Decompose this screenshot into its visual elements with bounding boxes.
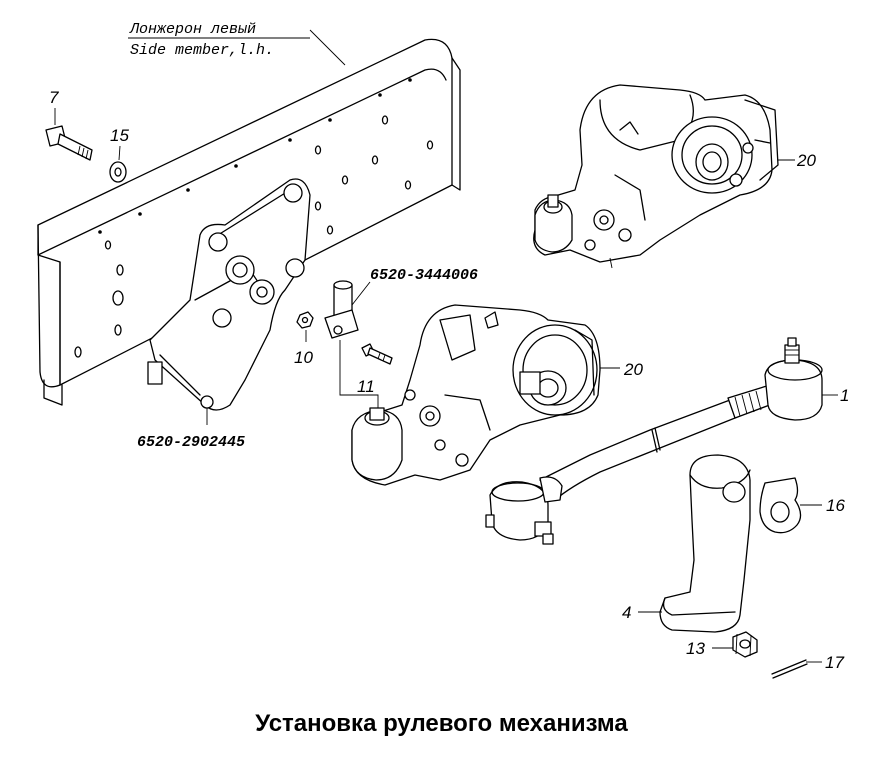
bolt-7 <box>45 108 93 161</box>
callout-16: 16 <box>826 496 845 515</box>
callout-20-mid: 20 <box>623 360 643 379</box>
cotter-pin-17 <box>771 659 822 679</box>
callout-11: 11 <box>357 377 375 396</box>
callout-17: 17 <box>825 653 844 672</box>
steering-gear-mid <box>351 304 620 486</box>
pitman-arm-4 <box>638 454 751 633</box>
nut-10 <box>296 311 314 342</box>
fitting-6520-3444006 <box>324 280 379 410</box>
bolt-11 <box>361 343 393 365</box>
callout-4: 4 <box>622 603 631 622</box>
callout-7: 7 <box>49 88 59 107</box>
part-code-bracket: 6520-2902445 <box>137 434 245 451</box>
diagram-caption: Установка рулевого механизма <box>255 710 628 737</box>
callout-13: 13 <box>686 639 705 658</box>
frame-holes <box>74 78 434 358</box>
callout-20-top: 20 <box>796 151 816 170</box>
part-code-fitting: 6520-3444006 <box>370 267 478 284</box>
steering-gear-top <box>533 84 795 269</box>
callout-15: 15 <box>110 126 129 145</box>
washer-15 <box>109 145 127 183</box>
nut-13 <box>712 631 758 658</box>
drag-link-1 <box>485 337 838 545</box>
steering-bracket <box>147 178 311 425</box>
frame-label-ru: Лонжерон левый <box>129 21 256 38</box>
lock-plate-16 <box>759 477 822 534</box>
callout-10: 10 <box>294 348 313 367</box>
frame-label-en: Side member,l.h. <box>130 42 274 59</box>
callout-1: 1 <box>840 386 849 405</box>
